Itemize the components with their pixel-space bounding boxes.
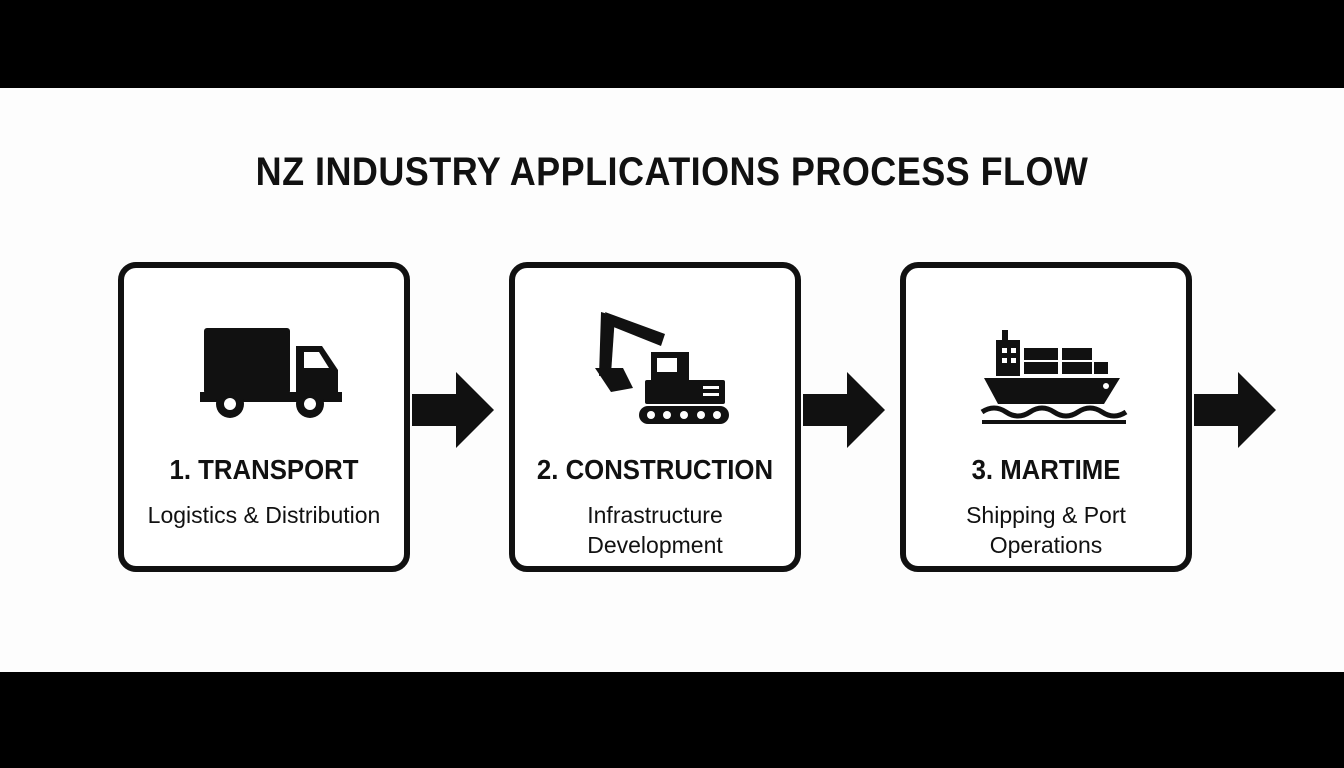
step-heading: 1. TRANSPORT — [169, 454, 359, 485]
step-card-maritime: 3. MARTIME Shipping & Port Operations — [900, 262, 1192, 572]
top-letterbox-bar — [0, 0, 1344, 88]
diagram-title: NZ INDUSTRY APPLICATIONS PROCESS FLOW — [255, 150, 1089, 194]
cargo-ship-icon — [980, 330, 1128, 424]
step-heading: 2. CONSTRUCTION — [536, 454, 774, 485]
excavator-icon — [595, 312, 729, 424]
step-subtitle: Infrastructure Development — [587, 502, 723, 558]
bottom-letterbox-bar — [0, 672, 1344, 768]
arrow-right-icon — [803, 372, 885, 448]
arrow-right-icon — [412, 372, 494, 448]
arrow-right-icon — [1194, 372, 1276, 448]
step-subtitle: Shipping & Port Operations — [966, 502, 1126, 558]
step-heading: 3. MARTIME — [971, 454, 1121, 485]
truck-icon — [200, 328, 342, 418]
step-subtitle: Logistics & Distribution — [147, 502, 381, 528]
step-card-transport: 1. TRANSPORT Logistics & Distribution — [118, 262, 410, 572]
step-card-construction: 2. CONSTRUCTION Infrastructure Developme… — [509, 262, 801, 572]
